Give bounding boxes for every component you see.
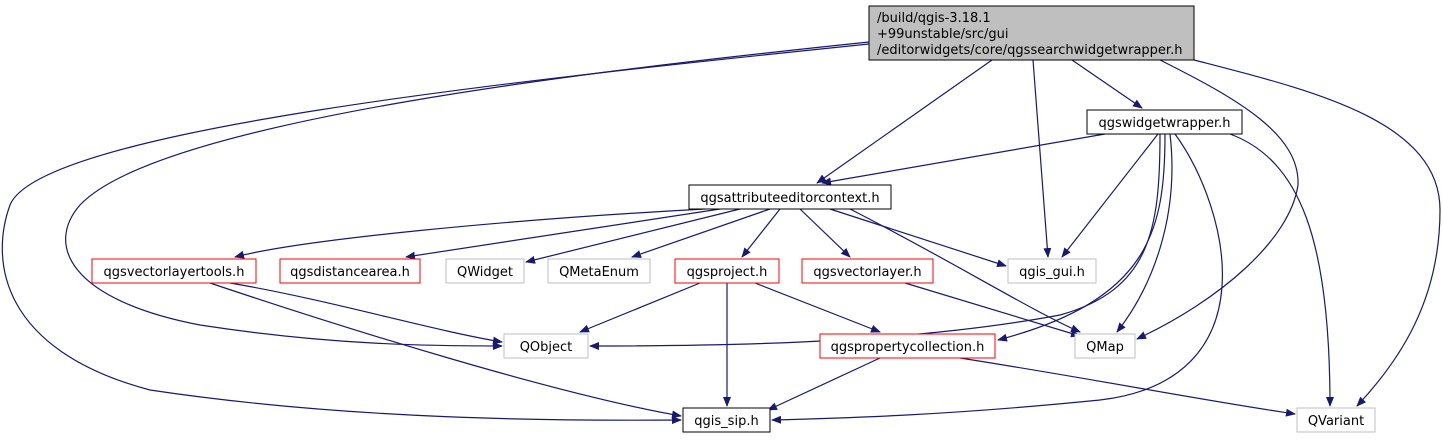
node-vltools[interactable]: qgsvectorlayertools.h	[91, 258, 257, 284]
node-qvariant-label: QVariant	[1308, 414, 1364, 429]
edge-widgetwrapper-to-qvariant	[1229, 133, 1334, 407]
edge-widgetwrapper-to-qmap	[1116, 133, 1173, 333]
node-qmap-box	[1074, 333, 1136, 359]
node-root-line-2: +99unstable/src/gui	[877, 27, 1008, 42]
node-distarea-box	[279, 258, 421, 284]
node-sip-box	[682, 407, 771, 433]
node-widgetwrapper-label: qgswidgetwrapper.h	[1098, 116, 1230, 131]
node-qvariant-box	[1296, 407, 1376, 433]
nodes-layer: /build/qgis-3.18.1 +99unstable/src/gui /…	[91, 5, 1376, 433]
edge-root-to-qmap	[1136, 59, 1299, 340]
edge-widgetwrapper-to-qobject	[589, 133, 1161, 350]
node-propcoll-box	[819, 333, 996, 359]
edge-vltools-to-sip	[209, 282, 682, 419]
node-root-box	[868, 5, 1195, 61]
edge-root-to-gui	[1032, 59, 1052, 258]
edge-attrctx-to-qwidget	[525, 208, 741, 264]
node-propcoll-label: qgspropertycollection.h	[831, 340, 985, 355]
node-qmetaenum-label: QMetaEnum	[559, 265, 639, 280]
node-qmap-label: QMap	[1086, 340, 1124, 355]
node-project[interactable]: qgsproject.h	[674, 258, 780, 284]
node-qmetaenum[interactable]: QMetaEnum	[547, 258, 651, 284]
edge-widgetwrapper-to-gui	[1061, 133, 1159, 258]
node-gui-label: qgis_gui.h	[1019, 265, 1085, 280]
edge-attrctx-to-distarea	[405, 208, 721, 260]
node-gui[interactable]: qgis_gui.h	[1007, 258, 1097, 284]
node-qobject-box	[503, 333, 589, 359]
node-qobject[interactable]: QObject	[503, 333, 589, 359]
node-qwidget-label: QWidget	[457, 265, 513, 280]
node-attrctx-label: qgsattributeeditorcontext.h	[700, 191, 879, 206]
edge-propcoll-to-qvariant	[959, 357, 1296, 417]
edge-widgetwrapper-to-propcoll	[997, 133, 1166, 342]
edge-widgetwrapper-to-sip	[771, 133, 1223, 424]
node-project-label: qgsproject.h	[687, 265, 768, 280]
node-qmetaenum-box	[547, 258, 651, 284]
edge-root-to-sip	[1, 43, 870, 425]
node-vltools-box	[91, 258, 257, 284]
edge-root-to-qvariant	[1193, 59, 1441, 407]
node-attrctx-box	[688, 184, 892, 210]
node-root-line-3: /editorwidgets/core/qgssearchwidgetwrapp…	[877, 43, 1182, 58]
edge-attrctx-to-gui	[829, 208, 1007, 268]
node-gui-box	[1007, 258, 1097, 284]
edge-attrctx-to-vlayer	[799, 208, 851, 258]
node-distarea[interactable]: qgsdistancearea.h	[279, 258, 421, 284]
edge-root-to-qobject	[65, 41, 870, 350]
edge-project-to-qobject	[579, 282, 701, 333]
edge-widgetwrapper-to-attrctx	[821, 133, 1106, 186]
node-root[interactable]: /build/qgis-3.18.1 +99unstable/src/gui /…	[868, 5, 1195, 61]
edge-attrctx-to-vltools	[234, 208, 706, 259]
edge-vlayer-to-qmap	[904, 282, 1081, 338]
node-widgetwrapper-box	[1086, 109, 1243, 135]
node-vlayer[interactable]: qgsvectorlayer.h	[801, 258, 934, 284]
edge-attrctx-to-qmap	[849, 208, 1081, 333]
edge-project-to-propcoll	[754, 282, 881, 333]
node-qwidget[interactable]: QWidget	[445, 258, 525, 284]
node-sip[interactable]: qgis_sip.h	[682, 407, 771, 433]
edge-attrctx-to-qmetaenum	[631, 208, 771, 258]
node-widgetwrapper[interactable]: qgswidgetwrapper.h	[1086, 109, 1243, 135]
node-qobject-label: QObject	[520, 340, 573, 355]
node-vlayer-label: qgsvectorlayer.h	[813, 265, 921, 280]
edge-attrctx-to-project	[741, 208, 781, 258]
node-vlayer-box	[801, 258, 934, 284]
node-qvariant[interactable]: QVariant	[1296, 407, 1376, 433]
edges-layer	[1, 41, 1441, 425]
edge-vltools-to-qobject	[229, 282, 503, 345]
node-propcoll[interactable]: qgspropertycollection.h	[819, 333, 996, 359]
edge-propcoll-to-sip	[767, 357, 881, 411]
node-distarea-label: qgsdistancearea.h	[290, 265, 410, 280]
edge-root-to-attrctx	[816, 59, 993, 184]
node-root-line-1: /build/qgis-3.18.1	[877, 11, 991, 26]
node-qwidget-box	[445, 258, 525, 284]
node-sip-label: qgis_sip.h	[694, 414, 758, 429]
node-vltools-label: qgsvectorlayertools.h	[104, 265, 245, 280]
node-project-box	[674, 258, 780, 284]
node-attrctx[interactable]: qgsattributeeditorcontext.h	[688, 184, 892, 210]
node-qmap[interactable]: QMap	[1074, 333, 1136, 359]
edge-root-to-widgetwrapper	[1071, 59, 1143, 109]
